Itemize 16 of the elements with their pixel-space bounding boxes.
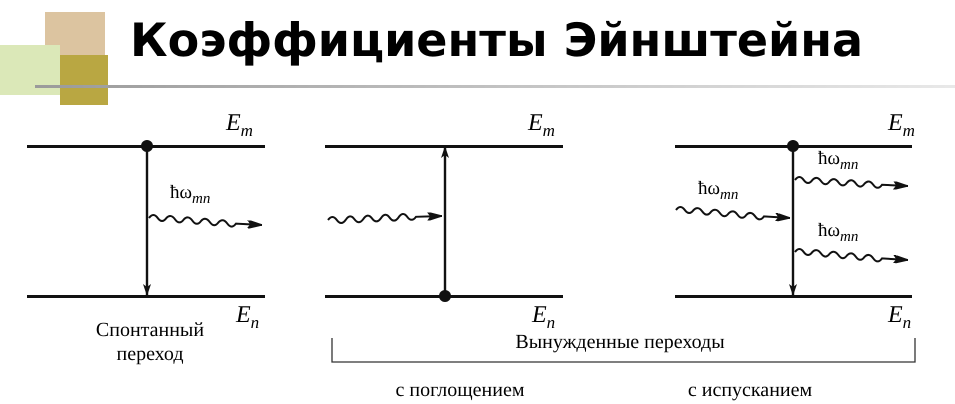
energy-level-label: E$_{n}$ bbox=[236, 302, 260, 334]
energy-level-label: E$_{m}$ bbox=[888, 110, 915, 142]
photon-label: ħω$_{mn}$ bbox=[818, 220, 858, 247]
caption-text: Спонтанный переход bbox=[94, 318, 206, 366]
caption-text: с испусканием bbox=[686, 378, 814, 402]
photon-label: ħω$_{mn}$ bbox=[170, 182, 210, 209]
transition-arrow bbox=[439, 146, 451, 302]
energy-level-label: E$_{n}$ bbox=[888, 302, 912, 334]
transition-arrow bbox=[141, 140, 153, 296]
photon-label: ħω$_{mn}$ bbox=[698, 178, 738, 205]
energy-level-label: E$_{m}$ bbox=[226, 110, 253, 142]
photon-label: ħω$_{mn}$ bbox=[818, 148, 858, 175]
energy-level-label: E$_{m}$ bbox=[528, 110, 555, 142]
title: Коэффициенты Эйнштейна bbox=[130, 12, 864, 69]
caption-text: с поглощением bbox=[394, 378, 526, 402]
transition-arrow bbox=[787, 140, 799, 296]
